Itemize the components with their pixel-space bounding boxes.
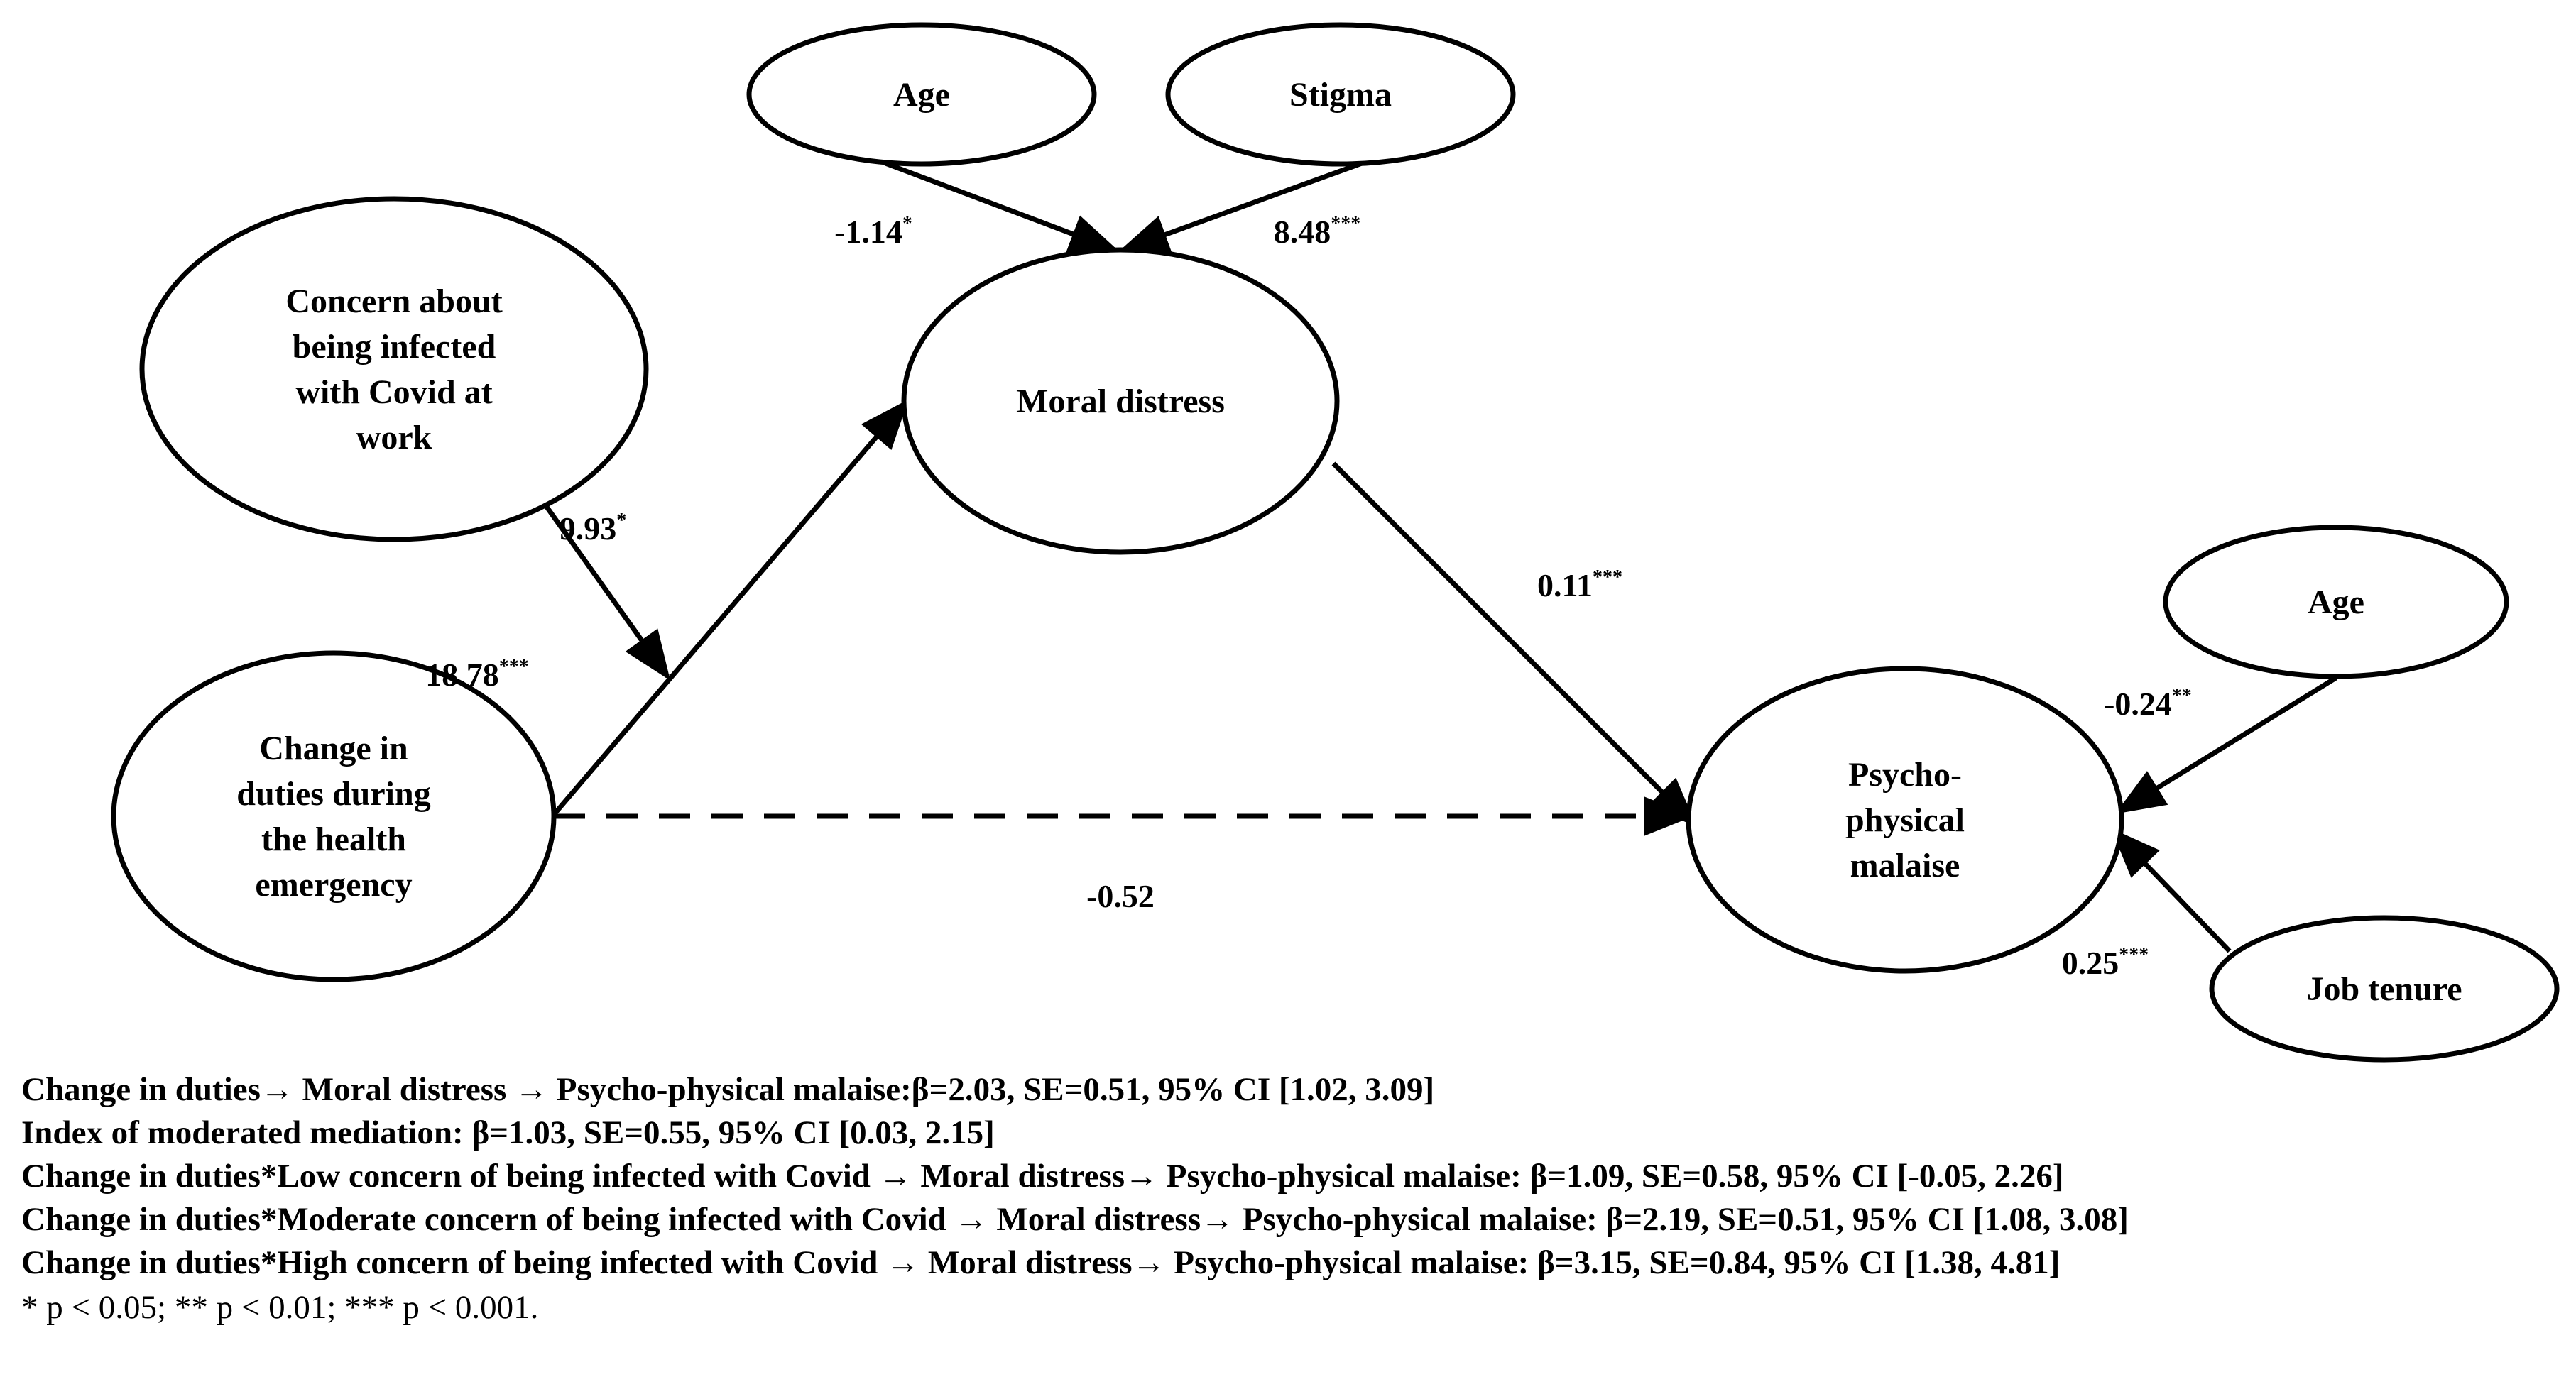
note-high-concern: Change in duties*High concern of being i…: [21, 1244, 2061, 1281]
note-moderated-mediation-index: Index of moderated mediation: β=1.03, SE…: [21, 1114, 995, 1151]
node-ellipse: [1686, 666, 2124, 974]
edge-moral-to-psycho: [1331, 461, 1697, 827]
node-ellipse: [139, 196, 649, 542]
edge-label-age-to-moral: -1.14*: [834, 213, 912, 250]
note-moderate-concern: Change in duties*Moderate concern of bei…: [21, 1201, 2129, 1238]
edge-age-to-moral: [884, 160, 1120, 253]
significance-note: * p < 0.05; ** p < 0.01; *** p < 0.001.: [21, 1289, 539, 1326]
node-ellipse: [111, 650, 557, 982]
note-low-concern: Change in duties*Low concern of being in…: [21, 1158, 2064, 1195]
node-label-line: Moral distress: [1016, 383, 1225, 420]
note-indirect-effect: Change in duties→ Moral distress → Psych…: [21, 1071, 1435, 1108]
edge-change-to-moral: [550, 399, 909, 818]
node-stigma: Stigma: [1165, 22, 1516, 167]
node-ellipse: [746, 22, 1097, 167]
node-change-duties: Change in duties during the health emergenc…: [111, 650, 557, 982]
node-label-line: work: [356, 419, 432, 456]
node-label-line: malaise: [1850, 847, 1960, 884]
edge-concern-moderation: [523, 475, 671, 681]
node-label-line: Age: [2308, 583, 2364, 621]
edge-label-tenure-to-psycho: 0.25***: [2062, 944, 2149, 981]
notes-section: Change in duties→ Moral distress → Psych…: [21, 1068, 2556, 1330]
edge-label-age-to-psycho: -0.24**: [2104, 685, 2192, 722]
edge-age-to-psycho: [2115, 676, 2337, 814]
node-job-tenure: Job tenure: [2209, 915, 2560, 1063]
node-ellipse: [1165, 22, 1516, 167]
node-psycho: Psycho-physical malaise: [1686, 666, 2124, 974]
edge-label-stigma-to-moral: 8.48***: [1274, 213, 1361, 250]
node-ellipse: [2209, 915, 2560, 1063]
node-label-line: Change in: [259, 730, 408, 767]
node-ellipse: [901, 247, 1340, 555]
edge-label-change-to-moral: 18.78***: [425, 656, 529, 693]
node-label-line: duties during: [236, 775, 430, 813]
node-label-line: Stigma: [1289, 76, 1392, 114]
edge-tenure-to-psycho: [2111, 828, 2232, 953]
node-label-line: Psycho-: [1848, 756, 1962, 794]
node-label-line: being infected: [293, 328, 496, 366]
node-label-line: Job tenure: [2306, 970, 2462, 1008]
node-moral-distress: Moral distress: [901, 247, 1340, 555]
node-age-right: Age: [2163, 525, 2509, 679]
node-age-top: Age: [746, 22, 1097, 167]
node-label-line: emergency: [255, 866, 412, 904]
node-label-line: Concern about: [285, 282, 502, 320]
edge-label-concern-moderation: 9.93*: [560, 510, 627, 547]
node-label-line: with Covid at: [295, 373, 492, 411]
edge-stigma-to-moral: [1118, 160, 1363, 253]
node-concern: Concern about being infected with Covid at…: [139, 196, 649, 542]
node-ellipse: [2163, 525, 2509, 679]
edge-label-change-to-psycho: -0.52: [1086, 878, 1155, 914]
node-label-line: Age: [893, 76, 950, 114]
node-label-line: the health: [261, 821, 406, 858]
node-label-line: physical: [1845, 801, 1965, 839]
edge-label-moral-to-psycho: 0.11***: [1537, 566, 1622, 603]
